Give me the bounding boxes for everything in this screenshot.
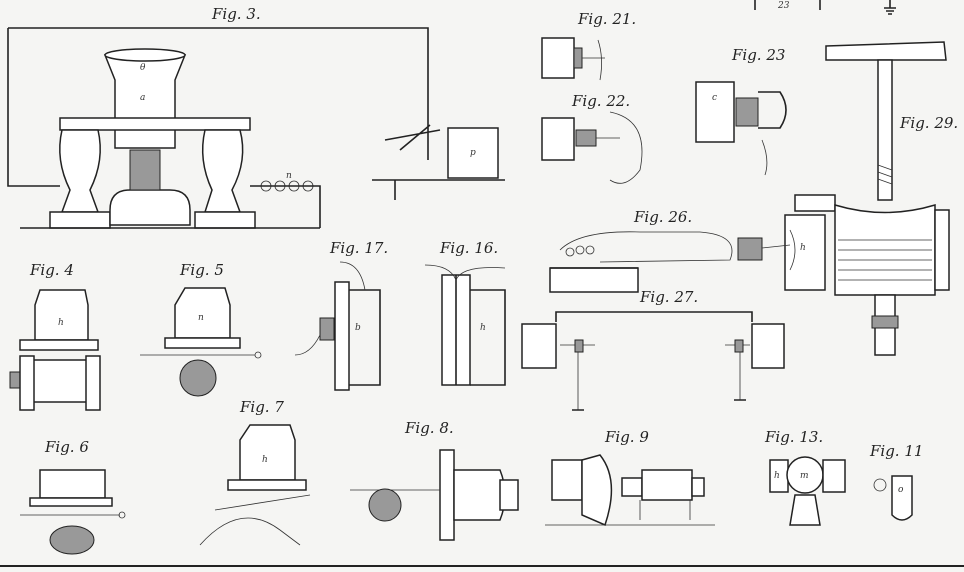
figure-8: Fig. 8. xyxy=(350,419,519,541)
figure-23: Fig. 23 c xyxy=(695,46,787,176)
figure-17-label: Fig. 17. xyxy=(329,239,388,257)
figure-6: Fig. 6 xyxy=(20,438,126,555)
figure-7-label: Fig. 7 xyxy=(239,398,284,416)
svg-text:o: o xyxy=(898,485,904,495)
figure-5: Fig. 5 n xyxy=(140,261,262,397)
figure-8-label: Fig. 8. xyxy=(404,419,454,437)
svg-text:θ: θ xyxy=(140,63,146,73)
figure-3: Fig. 3. θ a n p xyxy=(7,5,505,229)
figure-13-label: Fig. 13. xyxy=(764,428,823,446)
figure-11: Fig. 11 o xyxy=(869,442,923,521)
svg-text:c: c xyxy=(712,93,717,103)
figure-16: Fig. 16. h xyxy=(424,239,506,386)
figure-27-label: Fig. 27. xyxy=(639,288,698,306)
figure-11-label: Fig. 11 xyxy=(869,442,923,460)
svg-text:n: n xyxy=(198,313,204,323)
figure-5-label: Fig. 5 xyxy=(179,261,224,279)
svg-text:h: h xyxy=(800,243,806,253)
svg-text:m: m xyxy=(800,471,809,481)
figure-9: Fig. 9 xyxy=(545,428,715,527)
figure-9-label: Fig. 9 xyxy=(604,428,649,446)
figure-16-label: Fig. 16. xyxy=(439,239,498,257)
figure-4-label: Fig. 4 xyxy=(29,261,74,279)
svg-text:b: b xyxy=(355,323,361,333)
figure-13: Fig. 13. h m xyxy=(764,428,846,526)
figure-29: Fig. 29. h xyxy=(784,41,958,356)
figure-26-label: Fig. 26. xyxy=(633,208,692,226)
figure-17: Fig. 17. b xyxy=(294,239,388,391)
svg-text:h: h xyxy=(262,455,268,465)
figure-29-label: Fig. 29. xyxy=(899,114,958,132)
svg-text:h: h xyxy=(58,318,64,328)
svg-text:n: n xyxy=(286,171,292,181)
figure-23-label: Fig. 23 xyxy=(731,46,785,64)
figure-26: Fig. 26. xyxy=(549,208,796,293)
figure-6-label: Fig. 6 xyxy=(44,438,89,456)
svg-text:h: h xyxy=(480,323,486,333)
figure-7: Fig. 7 h xyxy=(199,398,311,546)
top-fragment: 23 xyxy=(754,0,896,15)
figure-21: Fig. 21. xyxy=(541,10,636,81)
svg-text:a: a xyxy=(140,93,145,103)
figure-4: Fig. 4 h xyxy=(9,261,101,411)
figure-3-label: Fig. 3. xyxy=(211,5,261,23)
svg-text:p: p xyxy=(470,148,476,158)
top-number-label: 23 xyxy=(777,1,790,11)
svg-text:h: h xyxy=(774,471,780,481)
figure-21-label: Fig. 21. xyxy=(577,10,636,28)
figure-22: Fig. 22. xyxy=(541,92,643,184)
figure-27: Fig. 27. xyxy=(521,288,785,411)
figure-22-label: Fig. 22. xyxy=(571,92,630,110)
